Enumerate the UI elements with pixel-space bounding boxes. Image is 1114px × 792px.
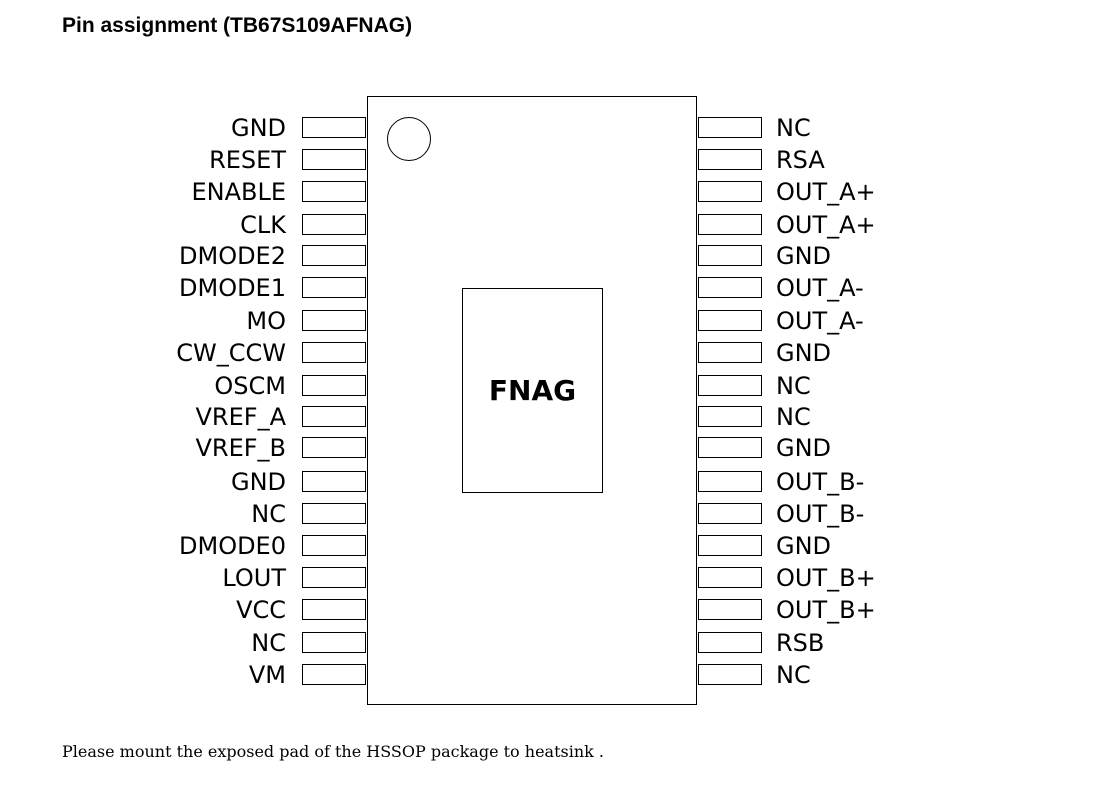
left-pin-9 — [302, 375, 366, 396]
right-pin-15 — [698, 567, 762, 588]
right-pin-label: NC — [776, 372, 811, 400]
left-pin-11 — [302, 437, 366, 458]
right-pin-label: NC — [776, 661, 811, 689]
left-pin-2 — [302, 149, 366, 170]
right-pin-2 — [698, 149, 762, 170]
left-pin-3 — [302, 181, 366, 202]
left-pin-label: VM — [248, 661, 286, 689]
left-pin-label: OSCM — [214, 372, 286, 400]
right-pin-label: NC — [776, 403, 811, 431]
left-pin-6 — [302, 277, 366, 298]
right-pin-label: GND — [776, 339, 832, 367]
left-pin-label: GND — [230, 468, 286, 496]
right-pin-4 — [698, 214, 762, 235]
right-pin-13 — [698, 503, 762, 524]
left-pin-label: MO — [246, 307, 286, 335]
left-pin-16 — [302, 599, 366, 620]
right-pin-label: OUT_A- — [776, 307, 864, 335]
right-pin-11 — [698, 437, 762, 458]
right-pin-label: OUT_B+ — [776, 596, 876, 624]
right-pin-label: OUT_A+ — [776, 178, 876, 206]
left-pin-label: GND — [230, 114, 286, 142]
chip-body — [367, 96, 697, 705]
left-pin-1 — [302, 117, 366, 138]
left-pin-13 — [302, 503, 366, 524]
left-pin-8 — [302, 342, 366, 363]
right-pin-label: GND — [776, 242, 832, 270]
left-pin-7 — [302, 310, 366, 331]
right-pin-14 — [698, 535, 762, 556]
left-pin-label: DMODE2 — [179, 242, 286, 270]
left-pin-label: RESET — [209, 146, 286, 174]
right-pin-3 — [698, 181, 762, 202]
left-pin-18 — [302, 664, 366, 685]
right-pin-label: NC — [776, 114, 811, 142]
package-label: FNAG — [488, 374, 577, 407]
left-pin-label: DMODE0 — [179, 532, 286, 560]
left-pin-14 — [302, 535, 366, 556]
left-pin-5 — [302, 245, 366, 266]
right-pin-12 — [698, 471, 762, 492]
left-pin-15 — [302, 567, 366, 588]
left-pin-17 — [302, 632, 366, 653]
left-pin-label: CLK — [240, 211, 286, 239]
left-pin-label: VCC — [236, 596, 286, 624]
right-pin-16 — [698, 599, 762, 620]
right-pin-label: RSA — [776, 146, 825, 174]
mounting-note: Please mount the exposed pad of the HSSO… — [62, 742, 605, 761]
right-pin-5 — [698, 245, 762, 266]
right-pin-1 — [698, 117, 762, 138]
left-pin-10 — [302, 406, 366, 427]
right-pin-8 — [698, 342, 762, 363]
left-pin-label: NC — [251, 500, 286, 528]
left-pin-label: ENABLE — [191, 178, 286, 206]
exposed-pad: FNAG — [462, 288, 603, 493]
right-pin-label: RSB — [776, 629, 825, 657]
pin1-marker — [387, 117, 431, 161]
left-pin-label: VREF_A — [195, 403, 286, 431]
left-pin-label: CW_CCW — [176, 339, 286, 367]
diagram-title: Pin assignment (TB67S109AFNAG) — [62, 14, 413, 37]
right-pin-label: OUT_B+ — [776, 564, 876, 592]
left-pin-label: NC — [251, 629, 286, 657]
right-pin-9 — [698, 375, 762, 396]
left-pin-label: LOUT — [222, 564, 286, 592]
left-pin-label: VREF_B — [195, 434, 286, 462]
right-pin-label: OUT_B- — [776, 468, 865, 496]
right-pin-label: GND — [776, 532, 832, 560]
left-pin-label: DMODE1 — [179, 274, 286, 302]
right-pin-7 — [698, 310, 762, 331]
right-pin-label: GND — [776, 434, 832, 462]
right-pin-18 — [698, 664, 762, 685]
right-pin-6 — [698, 277, 762, 298]
right-pin-17 — [698, 632, 762, 653]
left-pin-12 — [302, 471, 366, 492]
right-pin-10 — [698, 406, 762, 427]
right-pin-label: OUT_B- — [776, 500, 865, 528]
right-pin-label: OUT_A+ — [776, 211, 876, 239]
right-pin-label: OUT_A- — [776, 274, 864, 302]
left-pin-4 — [302, 214, 366, 235]
